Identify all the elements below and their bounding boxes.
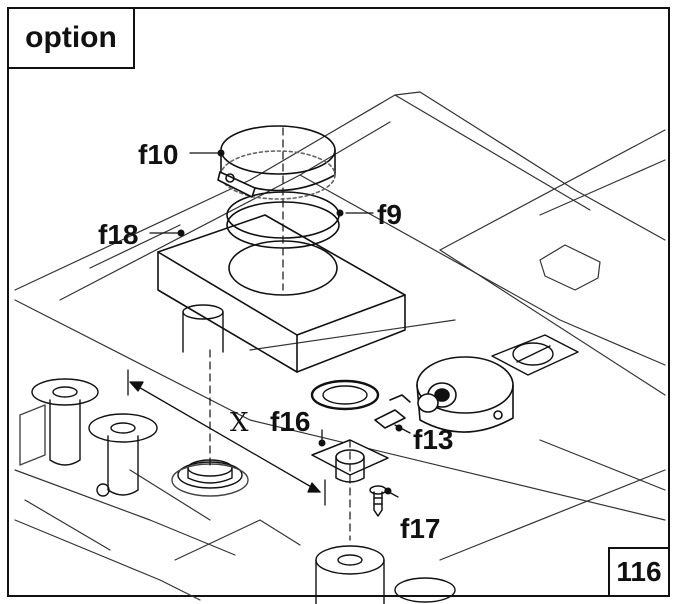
label-f17: f17 [400, 513, 440, 544]
label-f13: f13 [413, 424, 453, 455]
label-f10: f10 [138, 139, 178, 170]
pipe-clamp-f13 [374, 356, 514, 433]
clamp-band-f10 [217, 125, 336, 200]
dimension-x-label: X [230, 408, 249, 438]
gasket-f16 [310, 379, 380, 411]
page-number: 116 [608, 547, 670, 597]
label-f18: f18 [98, 219, 138, 250]
leader-dots [177, 149, 403, 495]
screw-f17 [369, 485, 387, 517]
option-tag: option [7, 7, 135, 69]
boiler-casing [14, 91, 666, 601]
duct-left [182, 304, 224, 353]
label-f9: f9 [377, 199, 402, 230]
flue-connector-left [19, 378, 158, 497]
dimension-x [127, 369, 326, 506]
leader-lines [149, 152, 411, 498]
label-f16: f16 [270, 406, 310, 437]
flue-connector-bottom [315, 545, 456, 604]
center-lines [209, 127, 351, 541]
warning-label-icon [491, 334, 579, 376]
